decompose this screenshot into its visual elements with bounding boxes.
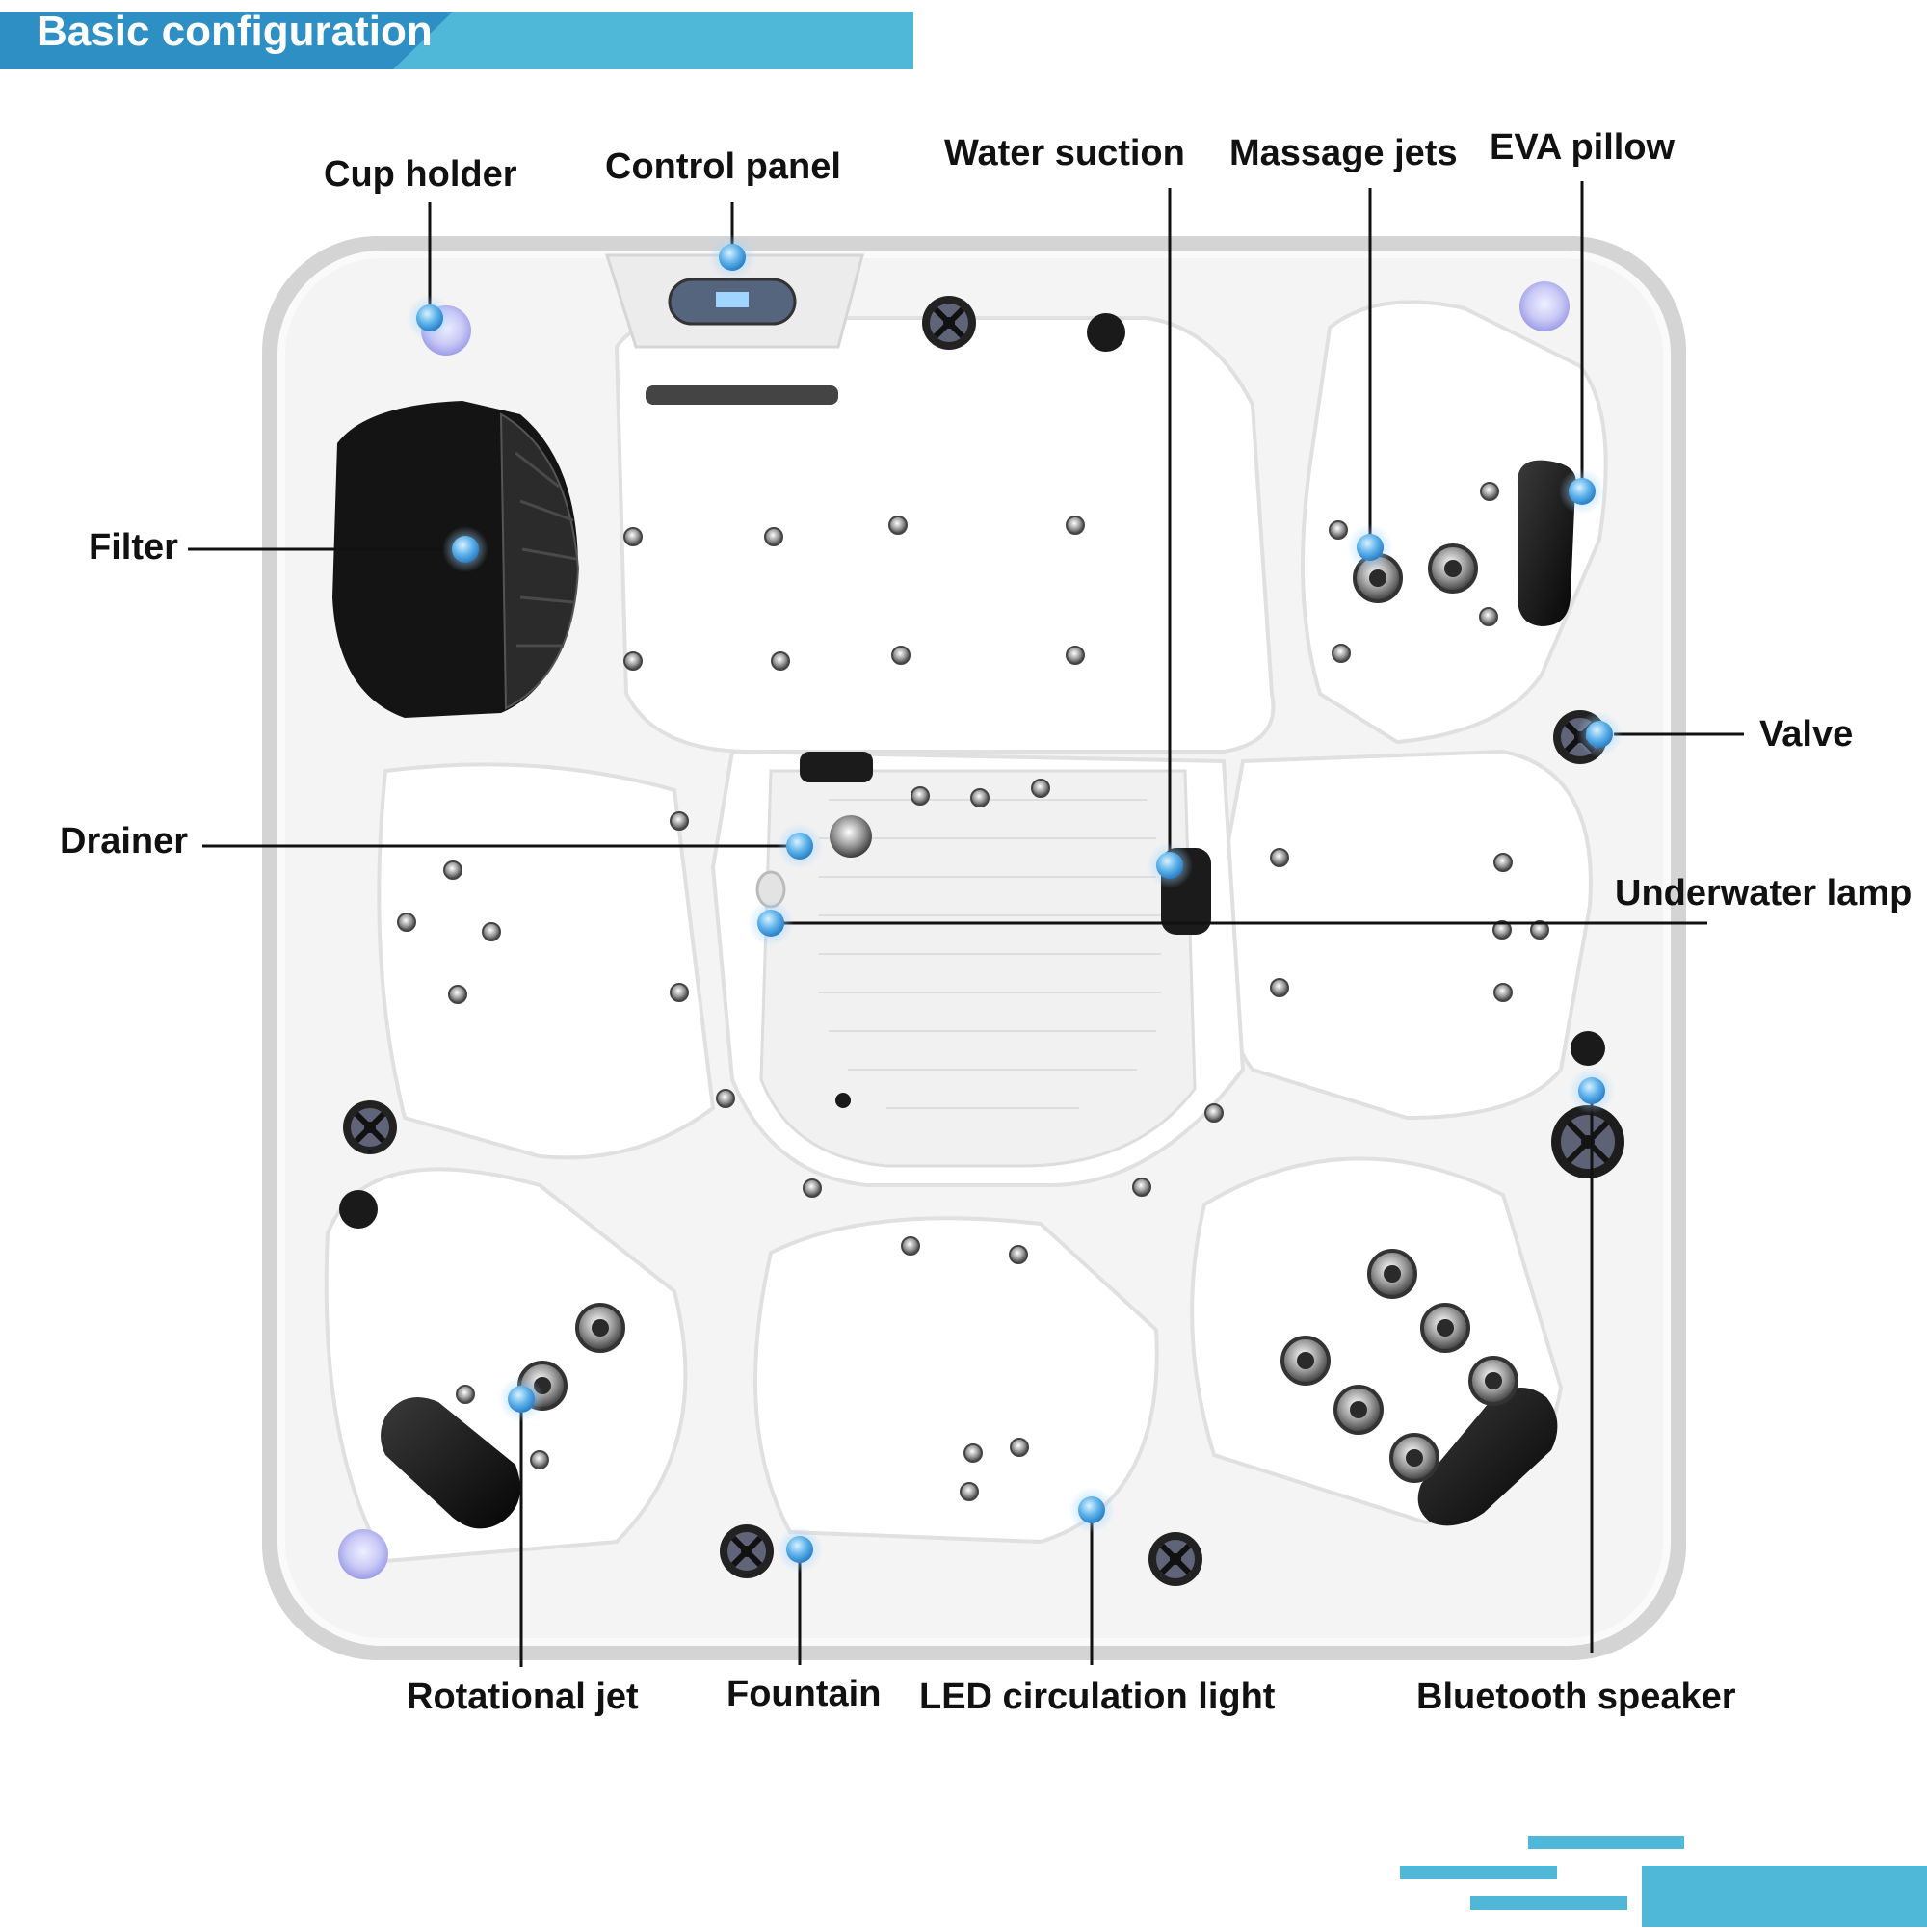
- label-eva-pillow: EVA pillow: [1490, 127, 1676, 168]
- callout-marker: [786, 833, 813, 860]
- footwell: [759, 769, 1197, 1168]
- massage-jet-nozzle: [1406, 1449, 1423, 1467]
- label-led-circulation-light: LED circulation light: [919, 1677, 1276, 1717]
- small-jet: [1204, 1103, 1224, 1123]
- callout-marker: [1586, 721, 1613, 748]
- callout-marker: [508, 1386, 535, 1413]
- callout-marker: [719, 244, 746, 271]
- small-jet: [771, 651, 790, 671]
- small-jet: [716, 1089, 735, 1108]
- small-jet: [1493, 853, 1513, 872]
- header-banner: [0, 12, 913, 69]
- massage-jet-nozzle: [1369, 569, 1386, 587]
- callout-marker: [1156, 852, 1183, 879]
- small-jet: [443, 860, 462, 880]
- eva-pillows: [381, 460, 1576, 1529]
- small-jet: [1010, 1438, 1029, 1457]
- small-jet: [1066, 646, 1085, 665]
- page-title: Basic configuration: [37, 8, 433, 55]
- small-jet: [901, 1236, 920, 1256]
- small-jet: [1031, 779, 1050, 798]
- small-jet: [670, 983, 689, 1002]
- small-jet: [803, 1178, 822, 1198]
- small-jet: [964, 1443, 983, 1463]
- callout-lines: [188, 181, 1744, 1667]
- small-jet: [1132, 1178, 1151, 1197]
- small-jet: [891, 646, 911, 665]
- small-jet: [1493, 983, 1513, 1002]
- small-jet: [1480, 482, 1499, 501]
- jets-group: [397, 482, 1549, 1501]
- small-jet: [448, 985, 467, 1004]
- small-jet: [1270, 978, 1289, 997]
- small-jet: [764, 527, 783, 546]
- label-massage-jets: Massage jets: [1229, 133, 1458, 173]
- small-jet: [623, 527, 643, 546]
- callout-marker: [757, 910, 784, 937]
- small-jet: [960, 1482, 979, 1501]
- footwell-fixtures: [755, 752, 1211, 1108]
- label-control-panel: Control panel: [605, 146, 841, 187]
- small-jet: [530, 1450, 549, 1469]
- seat-contours: [324, 300, 1608, 1564]
- massage-jet-nozzle: [1444, 560, 1462, 577]
- bluetooth-speaker-device: [1551, 1105, 1624, 1178]
- massage-jet-nozzle: [1485, 1372, 1502, 1389]
- label-underwater-lamp: Underwater lamp: [1615, 873, 1913, 913]
- callout-marker: [1569, 478, 1596, 505]
- label-rotational-jet: Rotational jet: [407, 1677, 639, 1717]
- small-jet: [670, 811, 689, 831]
- label-water-suction: Water suction: [944, 133, 1185, 173]
- label-cup-holder: Cup holder: [324, 154, 517, 195]
- small-jet: [482, 922, 501, 941]
- massage-jet-nozzle: [1297, 1352, 1314, 1369]
- callout-marker: [1078, 1496, 1105, 1523]
- small-jet: [1479, 607, 1498, 626]
- corner-decoration: [1400, 1836, 1927, 1927]
- label-fountain: Fountain: [726, 1674, 882, 1714]
- callout-markers: [407, 234, 1623, 1573]
- small-jet: [456, 1385, 475, 1404]
- callout-marker: [452, 536, 479, 563]
- small-jet: [1009, 1245, 1028, 1264]
- small-jet: [623, 651, 643, 671]
- small-jet: [970, 788, 990, 807]
- massage-jet-nozzle: [1350, 1401, 1367, 1418]
- small-jet: [1270, 848, 1289, 867]
- small-jet: [1530, 920, 1549, 940]
- callout-marker: [1357, 534, 1384, 561]
- small-jet: [397, 913, 416, 932]
- small-jet: [1066, 516, 1085, 535]
- small-jet: [1492, 920, 1512, 940]
- label-bluetooth-speaker: Bluetooth speaker: [1416, 1677, 1736, 1717]
- label-drainer: Drainer: [60, 821, 189, 861]
- small-jet: [1329, 520, 1348, 540]
- callout-marker: [1578, 1077, 1605, 1104]
- massage-jet-nozzle: [1437, 1319, 1454, 1337]
- label-filter: Filter: [89, 527, 178, 568]
- small-jet: [888, 516, 908, 535]
- small-jet: [1332, 644, 1351, 663]
- label-valve: Valve: [1759, 714, 1854, 754]
- callout-marker: [416, 304, 443, 331]
- control-panel-device: [604, 253, 864, 405]
- small-jet: [911, 786, 930, 806]
- callout-marker: [786, 1536, 813, 1563]
- massage-jet-nozzle: [1384, 1265, 1401, 1283]
- massage-jet-nozzle: [592, 1319, 609, 1337]
